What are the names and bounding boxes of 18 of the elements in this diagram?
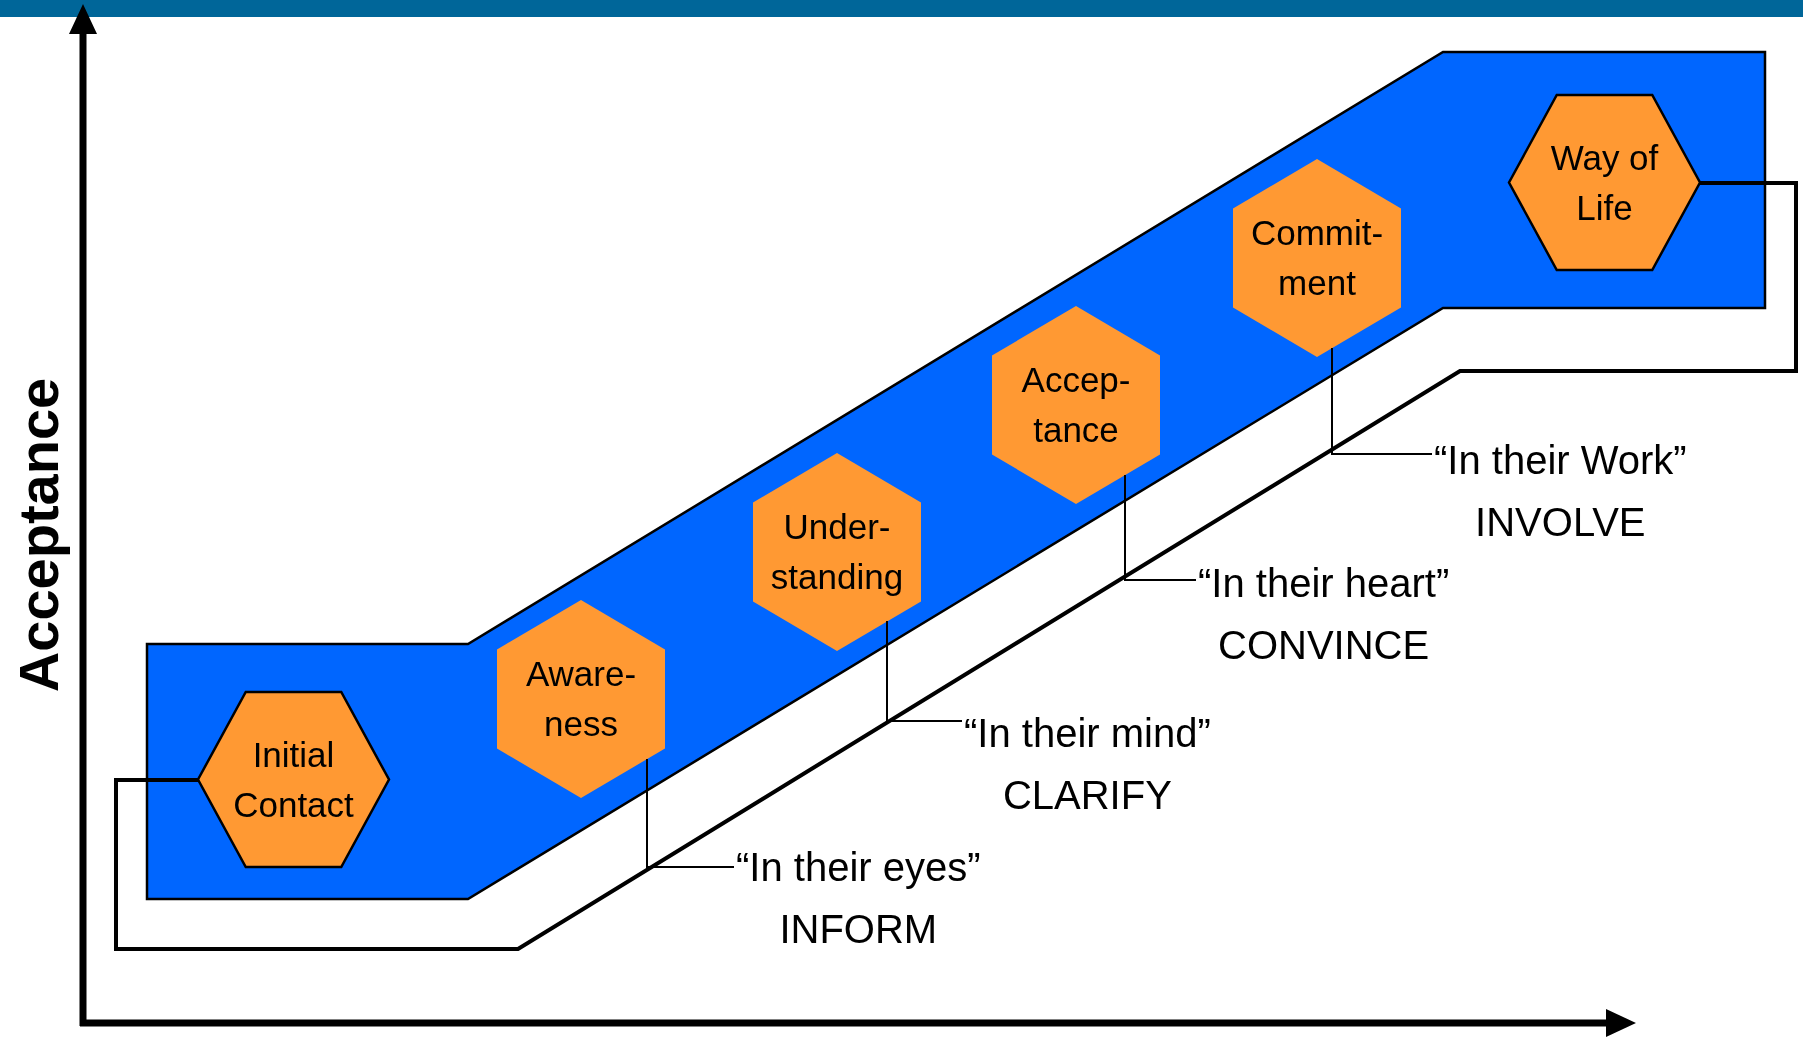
callout-quote: “In their Work”	[1434, 437, 1687, 484]
callout-quote: “In their heart”	[1198, 560, 1450, 607]
callout-action: CLARIFY	[1001, 772, 1173, 819]
node-label: Accep- tance	[1020, 359, 1132, 451]
connector-line	[114, 181, 1798, 951]
node-label: Commit- ment	[1249, 212, 1385, 304]
node-label: Way of Life	[1549, 136, 1660, 229]
node-label: Aware- ness	[524, 653, 638, 745]
callout-action: CONVINCE	[1217, 622, 1431, 669]
node-label: Initial Contact	[232, 733, 355, 826]
callout-action: INVOLVE	[1474, 499, 1647, 546]
callout-action: INFORM	[778, 906, 939, 953]
leader-line	[646, 758, 735, 868]
callout-quote: “In their mind”	[964, 710, 1211, 757]
node-label: Under- standing	[769, 506, 905, 598]
axis-label: Acceptance	[5, 377, 71, 693]
callout-quote: “In their eyes”	[736, 844, 981, 891]
leader-line	[886, 620, 963, 722]
